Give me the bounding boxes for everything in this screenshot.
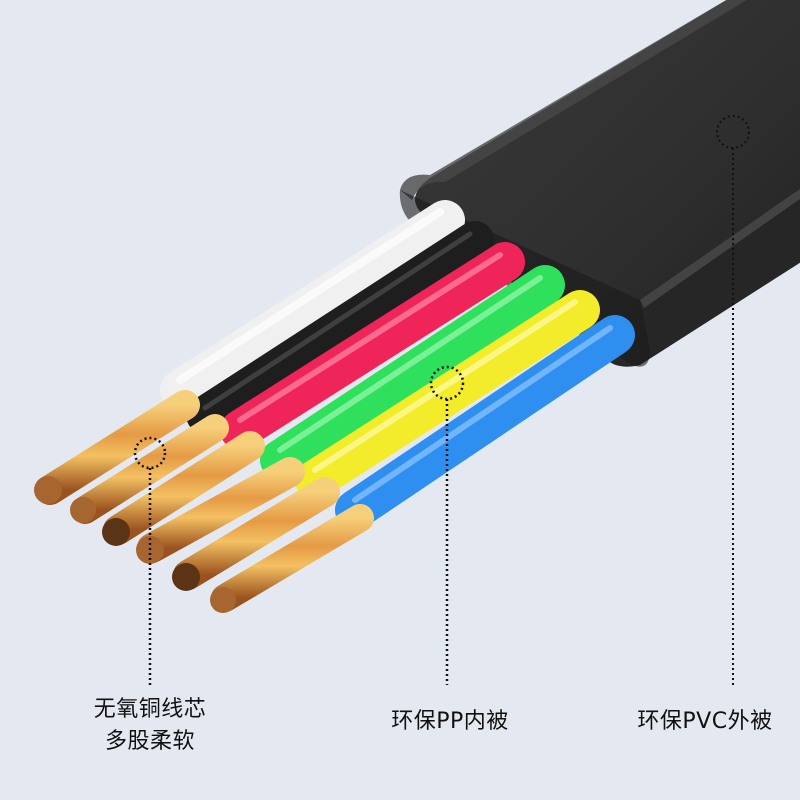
core-blue [335, 315, 635, 530]
copper-conductors [34, 390, 374, 613]
core-black [186, 221, 494, 434]
label-pp-inner-insulation: 环保PP内被 [391, 709, 509, 734]
annotation-copper-marker [133, 436, 167, 685]
core-white [160, 200, 465, 410]
label-copper-line2: 多股柔软 [104, 729, 195, 754]
inner-cores [160, 200, 635, 530]
label-copper-conductor: 无氧铜线芯 多股柔软 [70, 694, 230, 758]
label-pvc-outer-sheath: 环保PVC外被 [637, 709, 773, 734]
core-red [220, 242, 525, 450]
core-yellow [295, 290, 600, 500]
label-copper-line1: 无氧铜线芯 [93, 697, 207, 722]
annotation-pvc-marker [716, 115, 750, 685]
core-green [260, 265, 565, 480]
annotation-pp-marker [429, 365, 465, 685]
